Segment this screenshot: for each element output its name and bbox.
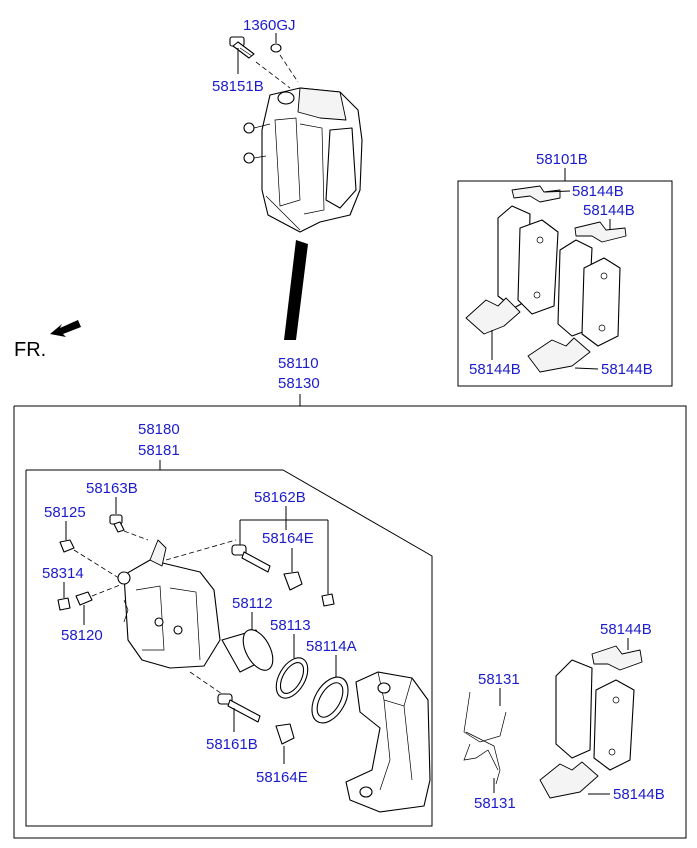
guide-pin-upper-part: [231, 544, 271, 573]
assembly-pointer: [284, 240, 308, 340]
bleeder-screw-part: [57, 597, 71, 611]
label-58164E-lower: 58164E: [256, 769, 308, 786]
front-arrow-icon: [50, 320, 81, 337]
label-58101B: 58101B: [536, 151, 588, 168]
label-58144B-tr1: 58144B: [572, 183, 624, 200]
label-58114A: 58114A: [306, 638, 357, 655]
pin-boot-lower-part: [275, 723, 295, 745]
top-caliper-assembly: [229, 36, 363, 340]
pad-kit-parts: [465, 185, 627, 373]
label-1360GJ: 1360GJ: [243, 17, 296, 34]
label-58151B: 58151B: [212, 78, 264, 95]
guide-pin-lower-part: [217, 693, 261, 723]
guide-bolt-part: [109, 514, 125, 533]
label-58130: 58130: [278, 375, 320, 392]
label-58112: 58112: [232, 595, 273, 612]
label-58164E-upper: 58164E: [262, 530, 314, 547]
piston-seal-part: [275, 657, 309, 699]
caliper-housing-part: [117, 539, 221, 669]
label-58314: 58314: [42, 565, 84, 582]
label-58163B: 58163B: [86, 480, 138, 497]
label-58144B-tl-lower: 58144B: [469, 361, 521, 378]
label-58161B: 58161B: [206, 736, 258, 753]
label-58180: 58180: [138, 421, 180, 438]
label-58144B-tr-lower: 58144B: [601, 361, 653, 378]
anti-rattle-springs-part: [463, 691, 507, 785]
label-58181: 58181: [138, 442, 180, 459]
pin-bushing-part: [321, 593, 335, 607]
label-58144B-br-upper: 58144B: [600, 621, 652, 638]
top-washer-part: [270, 43, 282, 53]
pad-kit-box: [457, 180, 673, 387]
label-58131-top: 58131: [478, 671, 520, 688]
top-bolt-part: [229, 36, 255, 59]
piston-part: [221, 629, 274, 673]
pin-boot-upper-part: [283, 571, 303, 591]
label-58144B-br-lower: 58144B: [613, 786, 665, 803]
piston-boot-part: [311, 676, 349, 724]
label-58125: 58125: [44, 504, 86, 521]
label-58131-bottom: 58131: [474, 795, 516, 812]
bleeder-cap-part: [59, 539, 75, 553]
front-label: FR.: [14, 339, 46, 361]
lower-pad-set-part: [539, 645, 643, 799]
label-58144B-tr2: 58144B: [583, 202, 635, 219]
label-58162B: 58162B: [254, 489, 306, 506]
outer-assembly-box: [13, 405, 687, 839]
inner-caliper-box: [25, 469, 433, 827]
front-direction-marker: FR.: [14, 320, 81, 361]
label-58113: 58113: [270, 617, 311, 634]
label-58110: 58110: [278, 355, 319, 372]
carrier-bracket-part: [345, 671, 431, 813]
top-caliper-part: [243, 87, 363, 233]
label-58120: 58120: [61, 627, 103, 644]
bleeder-valve-part: [75, 591, 93, 606]
